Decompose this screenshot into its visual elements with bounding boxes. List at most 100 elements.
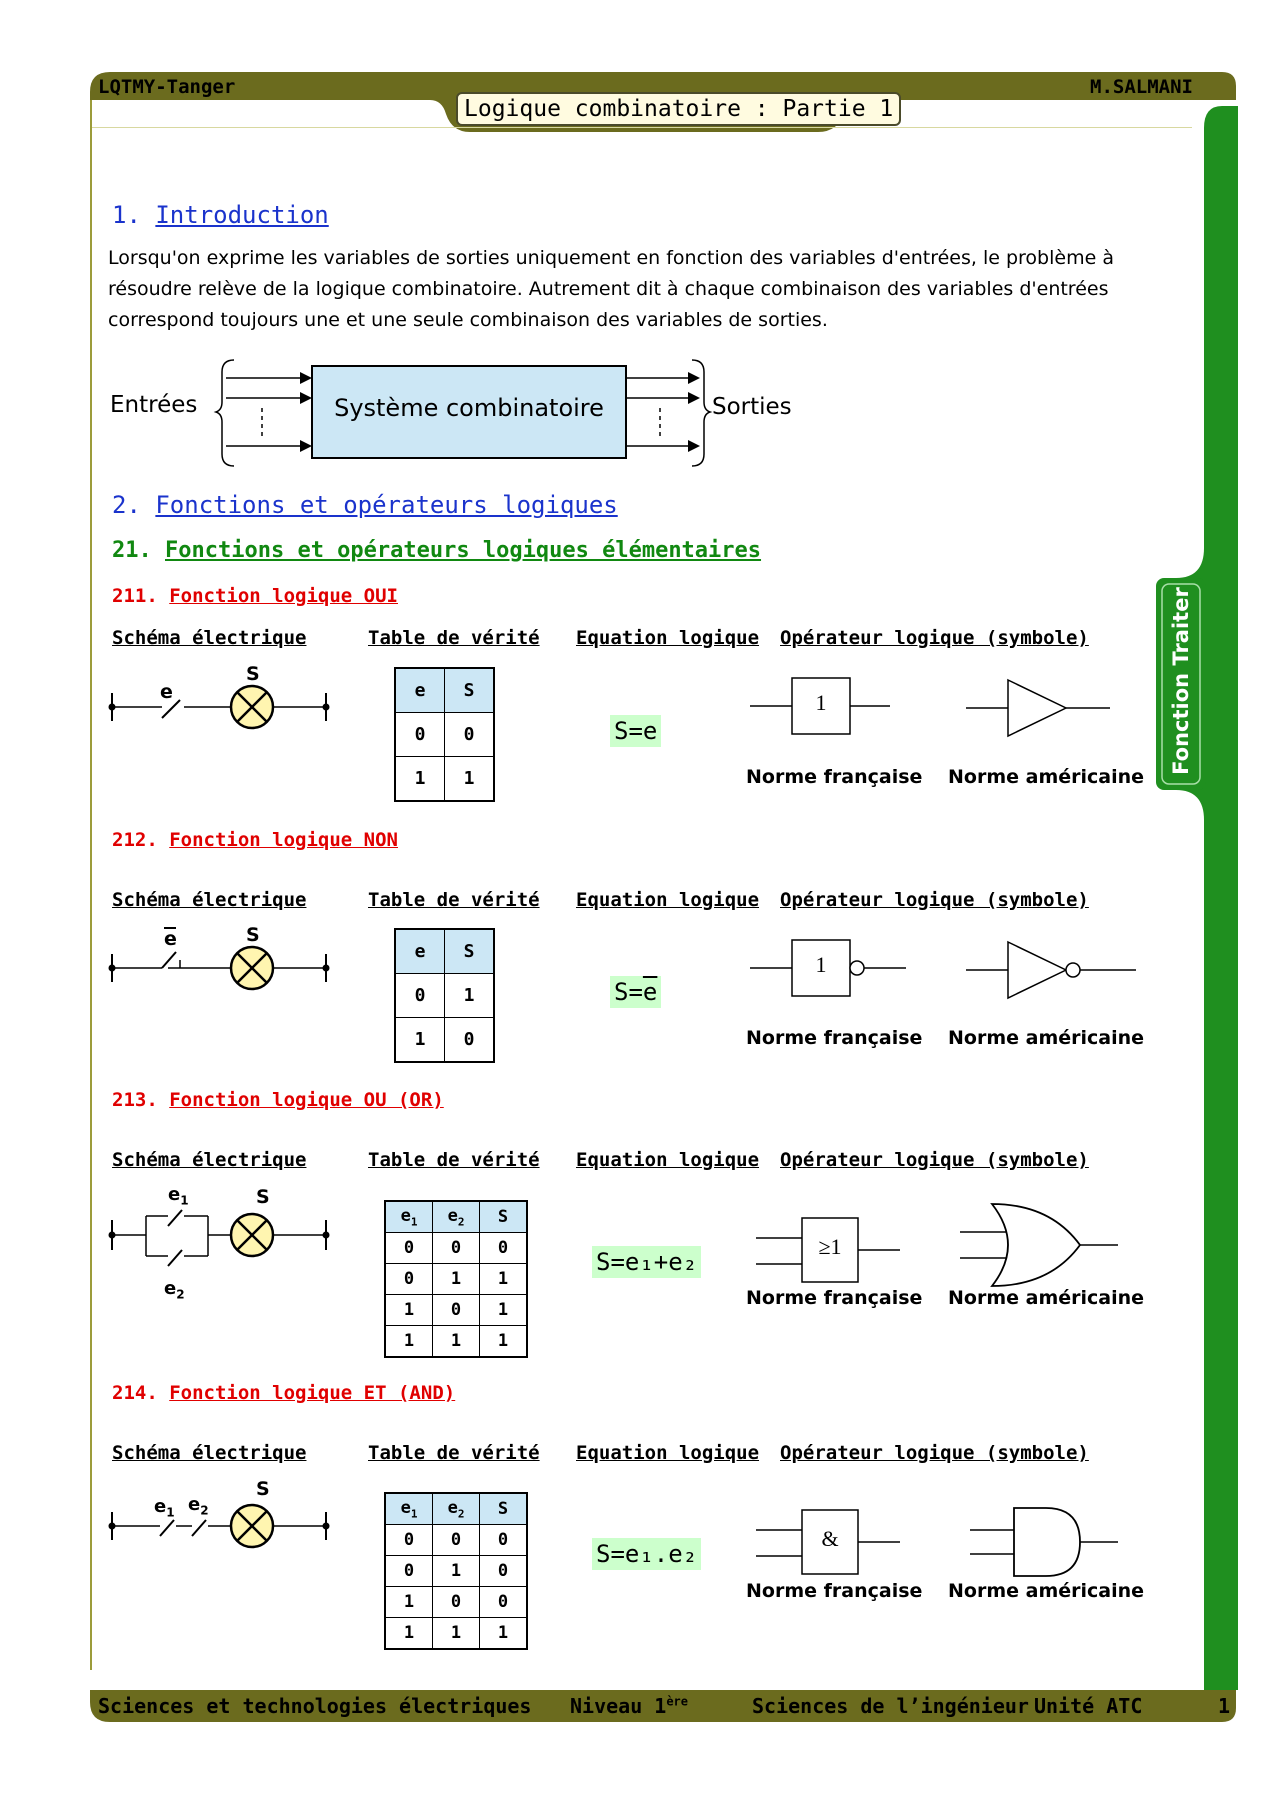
gate-symbol: & bbox=[821, 1526, 839, 1551]
cell: 1 bbox=[444, 756, 495, 802]
cell: 1 bbox=[384, 1586, 433, 1618]
fn-214-circuit bbox=[108, 1503, 330, 1549]
side-bar bbox=[1172, 106, 1238, 1690]
th-e: e bbox=[394, 928, 445, 974]
fn-214-gate-us bbox=[970, 1502, 1130, 1582]
section-1-heading: 1. Introduction bbox=[112, 201, 329, 229]
section-21-heading: 21. Fonctions et opérateurs logiques élé… bbox=[112, 538, 761, 563]
or-gate-fr-icon bbox=[756, 1217, 900, 1283]
fn-213-equation: S=e₁+e₂ bbox=[592, 1246, 702, 1278]
lamp-label: S bbox=[256, 1478, 270, 1500]
gate-symbol: 1 bbox=[815, 952, 827, 977]
fn-214-heading: 214. Fonction logique ET (AND) bbox=[112, 1382, 455, 1404]
right-brace bbox=[691, 359, 713, 467]
cell: 1 bbox=[432, 1555, 480, 1587]
fn-213-gate-us bbox=[960, 1200, 1130, 1290]
fn-214-col-operateur: Opérateur logique (symbole) bbox=[780, 1442, 1089, 1464]
and-gate-us-icon bbox=[970, 1507, 1118, 1577]
header-underline bbox=[92, 127, 1192, 128]
cell: 1 bbox=[432, 1263, 480, 1295]
fn-211-equation: S=e bbox=[610, 715, 662, 747]
fn-213-circuit bbox=[108, 1209, 330, 1267]
inputs-label: Entrées bbox=[110, 392, 198, 418]
cell: 0 bbox=[479, 1232, 528, 1264]
footer-band bbox=[90, 1690, 1236, 1722]
th-e: e bbox=[394, 667, 445, 713]
footer-level: Niveau 1ère bbox=[570, 1694, 688, 1718]
fn-211-circuit bbox=[108, 684, 330, 730]
gate-symbol: ≥1 bbox=[818, 1234, 842, 1259]
fn-211-heading: 211. Fonction logique OUI bbox=[112, 585, 398, 607]
side-tab bbox=[1156, 578, 1206, 790]
section-2-title: Fonctions et opérateurs logiques bbox=[155, 491, 618, 519]
switch-e1 bbox=[167, 1209, 183, 1227]
fn-212-label-fr: Norme française bbox=[746, 1027, 923, 1049]
buffer-gate-us-icon bbox=[966, 678, 1110, 738]
th-e1: e1 bbox=[384, 1200, 433, 1233]
cell: 0 bbox=[384, 1524, 433, 1556]
input-arrowhead-3 bbox=[300, 440, 312, 452]
cell: 1 bbox=[432, 1325, 480, 1358]
cell: 1 bbox=[384, 1294, 433, 1326]
footer-unit: Unité ATC bbox=[1034, 1694, 1143, 1718]
page-number: 1 bbox=[1218, 1694, 1231, 1718]
cell: 1 bbox=[394, 756, 445, 802]
side-tab-border bbox=[1161, 583, 1201, 785]
output-arrowhead-3 bbox=[688, 440, 700, 452]
fn-211-gate-fr: 1 bbox=[750, 676, 900, 738]
fn-213-label-fr: Norme française bbox=[746, 1287, 923, 1309]
cell: 0 bbox=[479, 1586, 528, 1618]
fn-212-col-equation: Equation logique bbox=[576, 889, 760, 911]
switch1-letter: e bbox=[168, 1184, 181, 1205]
fn-211-number: 211. bbox=[112, 585, 158, 607]
buffer-gate-fr-icon bbox=[750, 677, 890, 735]
output-arrowhead-1 bbox=[688, 372, 700, 384]
th-s: S bbox=[479, 1492, 528, 1525]
cell: 0 bbox=[394, 712, 445, 757]
fn-214-col-table: Table de vérité bbox=[368, 1442, 540, 1464]
cell: 0 bbox=[432, 1232, 480, 1264]
fn-213-col-schema: Schéma électrique bbox=[112, 1149, 307, 1171]
fn-212-col-schema: Schéma électrique bbox=[112, 889, 307, 911]
header-school: LQTMY-Tanger bbox=[98, 76, 236, 98]
fn-214-schema: S e1 e2 bbox=[104, 1478, 344, 1562]
switch2-label: e2 bbox=[188, 1494, 209, 1518]
fn-212-col-table: Table de vérité bbox=[368, 889, 540, 911]
section-21-title: Fonctions et opérateurs logiques élément… bbox=[165, 538, 762, 563]
block-diagram: Entrées Système combinatoire Sorties bbox=[108, 358, 828, 468]
cell: 1 bbox=[479, 1325, 528, 1358]
block-diagram-svg bbox=[213, 359, 713, 467]
input-arrowhead-1 bbox=[300, 372, 312, 384]
fn-213-label-us: Norme américaine bbox=[948, 1287, 1145, 1309]
cell: 0 bbox=[432, 1294, 480, 1326]
fn-212-col-operateur: Opérateur logique (symbole) bbox=[780, 889, 1089, 911]
th-e2: e2 bbox=[432, 1492, 480, 1525]
fn-212-label-us: Norme américaine bbox=[948, 1027, 1145, 1049]
cell: 0 bbox=[432, 1524, 480, 1556]
cell: 1 bbox=[479, 1617, 528, 1650]
header-author: M.SALMANI bbox=[1090, 76, 1193, 98]
cell: 1 bbox=[432, 1617, 480, 1650]
switch1-label: e1 bbox=[154, 1496, 175, 1520]
side-tab-label: Fonction Traiter bbox=[1169, 587, 1193, 775]
cell: 0 bbox=[444, 1017, 495, 1063]
fn-212-title: Fonction logique NON bbox=[169, 829, 398, 851]
section-1-title: Introduction bbox=[155, 201, 329, 229]
cell: 0 bbox=[384, 1232, 433, 1264]
fn-213-title: Fonction logique OU (OR) bbox=[169, 1089, 444, 1111]
cell: 0 bbox=[384, 1555, 433, 1587]
fn-214-number: 214. bbox=[112, 1382, 158, 1404]
cell: 0 bbox=[444, 712, 495, 757]
fn-211-gate-us bbox=[966, 676, 1116, 738]
output-arrowhead-2 bbox=[688, 392, 700, 404]
th-e1: e1 bbox=[384, 1492, 433, 1525]
fn-214-col-schema: Schéma électrique bbox=[112, 1442, 307, 1464]
gate-symbol: 1 bbox=[815, 690, 827, 715]
fn-212-gate-us bbox=[966, 938, 1146, 1000]
footer-level-text: Niveau 1 bbox=[570, 1694, 667, 1718]
outputs-label: Sorties bbox=[712, 394, 792, 420]
th-s: S bbox=[479, 1200, 528, 1233]
